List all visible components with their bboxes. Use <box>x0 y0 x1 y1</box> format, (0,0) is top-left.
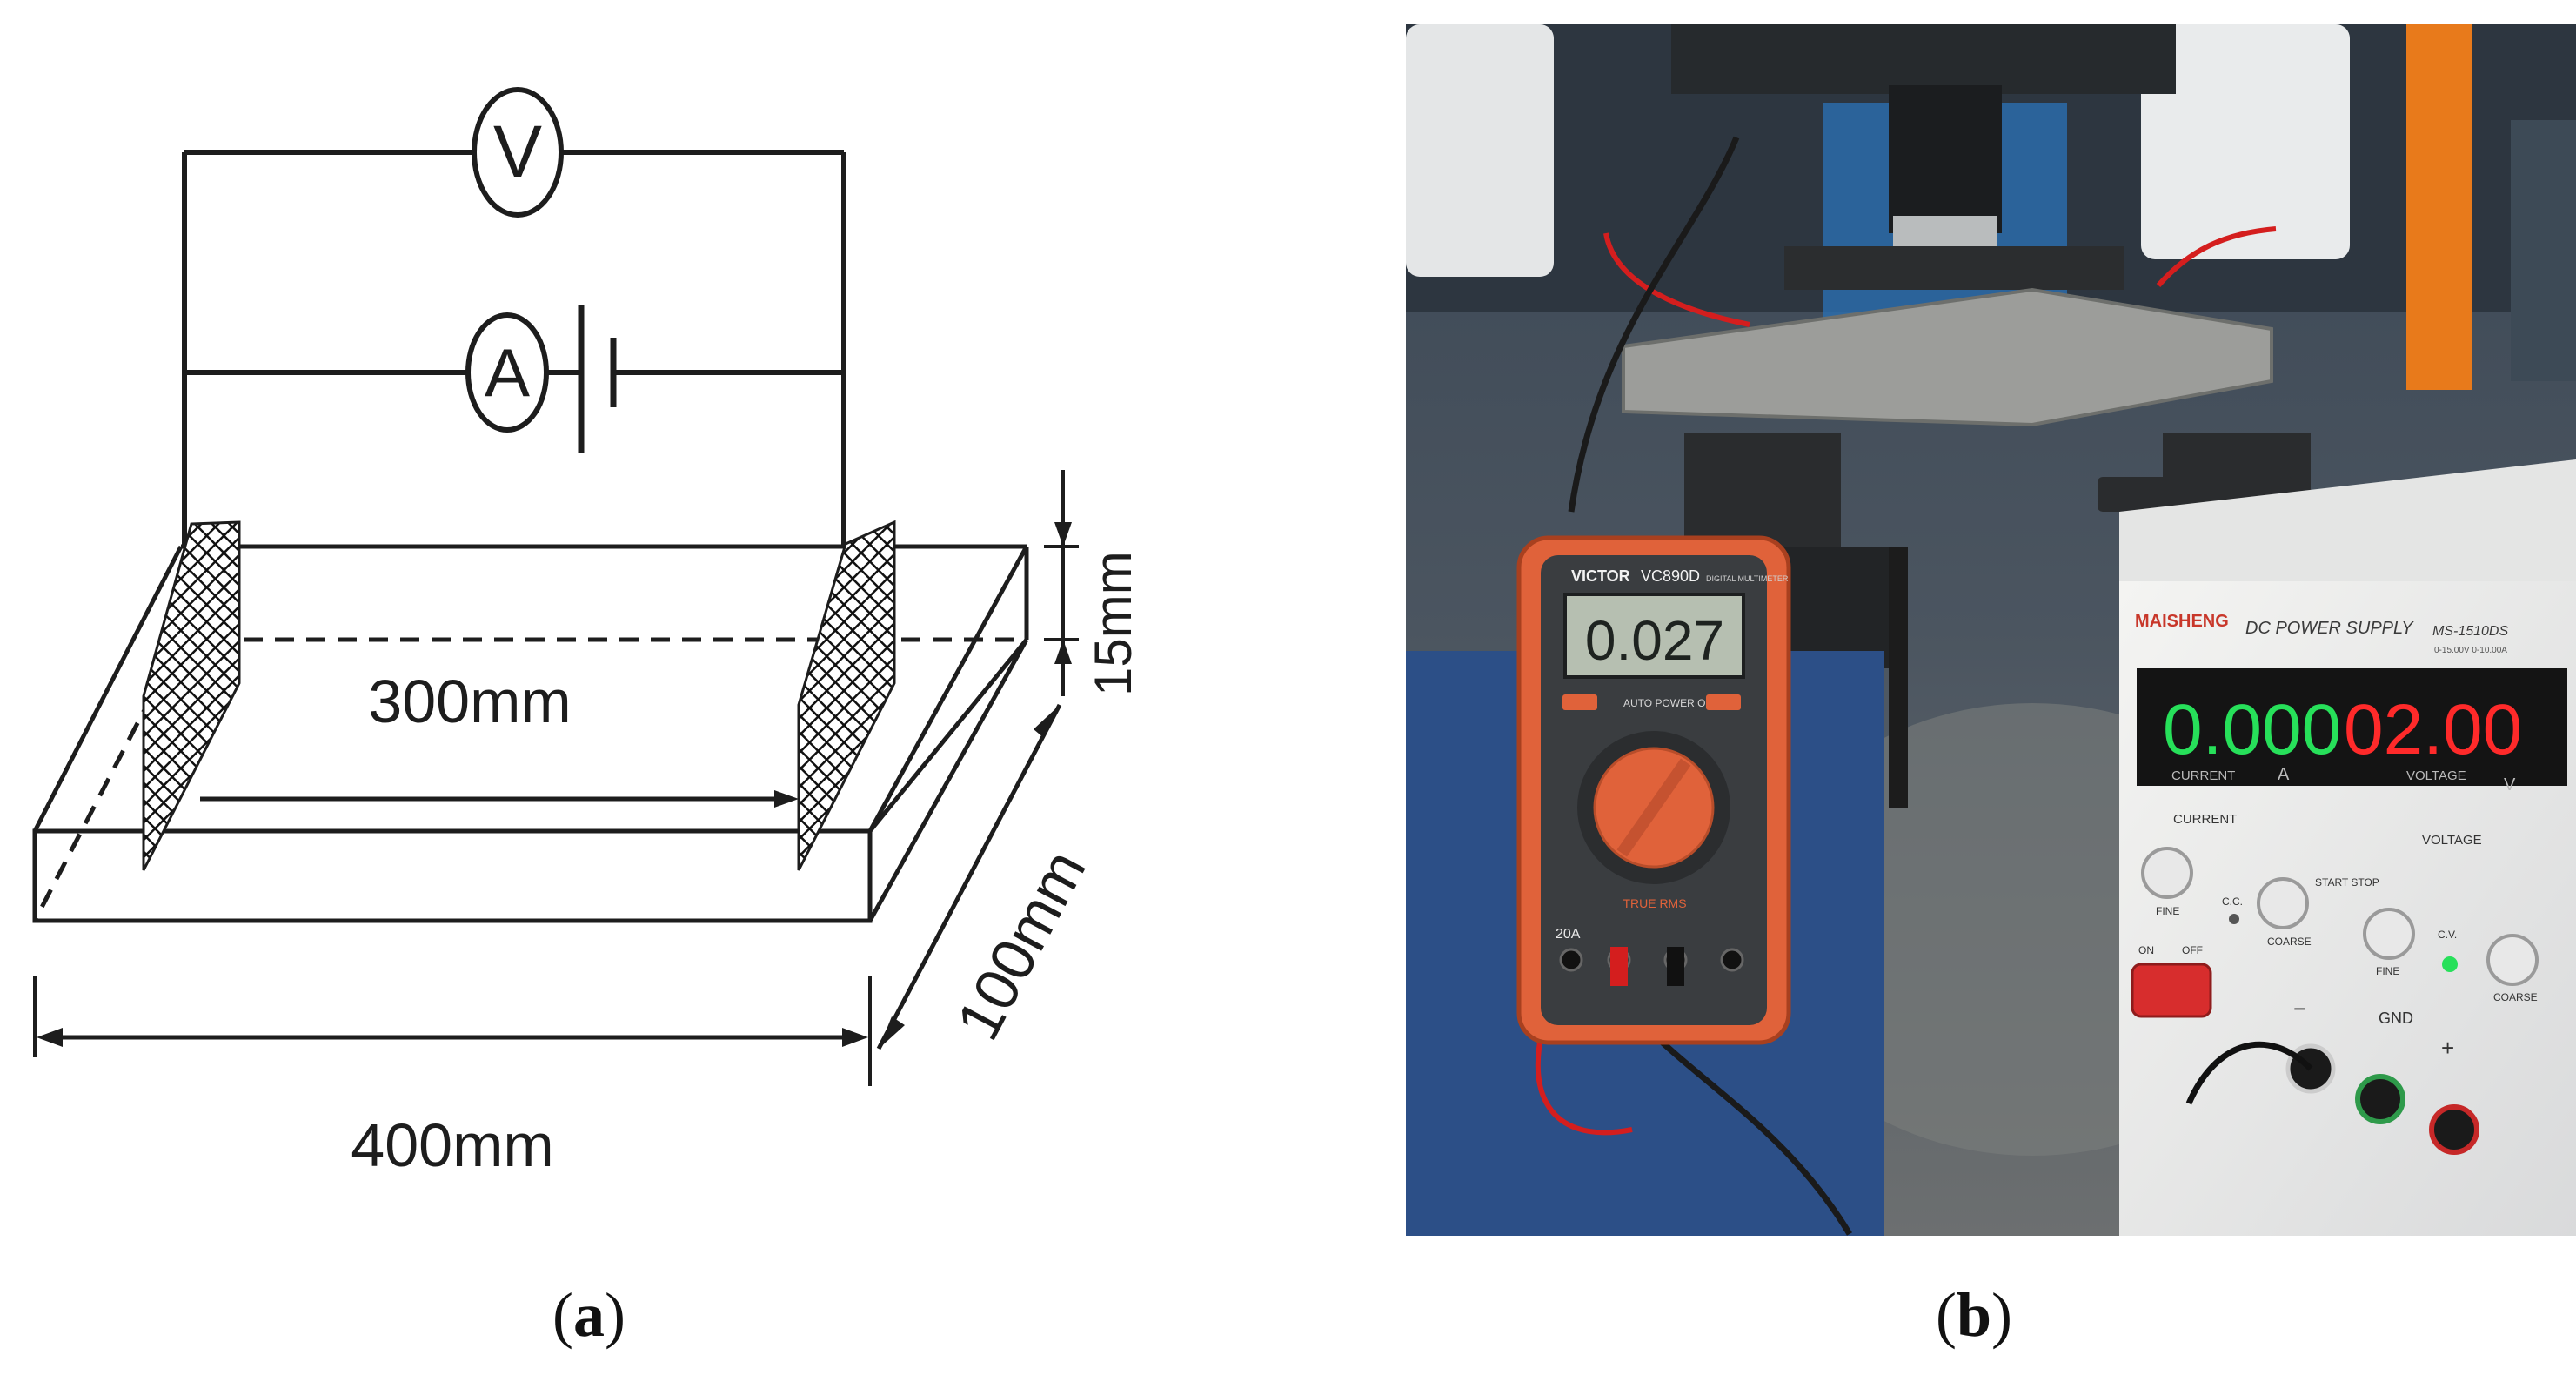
psu-spec: 0-15.00V 0-10.00A <box>2434 646 2507 655</box>
current-unit: A <box>2278 765 2290 784</box>
plus-terminal-label: + <box>2441 1035 2454 1061</box>
caption-b: (b) <box>1936 1280 2013 1350</box>
cv-led <box>2442 956 2458 972</box>
cc-led <box>2229 914 2239 924</box>
width-label: 100mm <box>943 839 1098 1050</box>
port-20a-label: 20A <box>1556 927 1581 942</box>
loading-plate <box>1784 246 2124 290</box>
psu-display-panel <box>2137 668 2567 786</box>
gnd-terminal[interactable] <box>2355 1074 2405 1124</box>
cv-label: C.V. <box>2438 929 2457 941</box>
lvdt-rod <box>1889 547 1908 808</box>
depth-dimension: 15mm <box>1044 470 1142 696</box>
hold-button[interactable] <box>1562 694 1597 710</box>
spacing-dimension: 300mm <box>200 667 799 808</box>
spacing-label: 300mm <box>368 667 571 735</box>
black-lead-left <box>1568 136 1740 513</box>
circuit-wires <box>182 150 846 547</box>
start-stop-label: START STOP <box>2315 876 2379 889</box>
caption-b-letter: b <box>1956 1280 1992 1350</box>
light-panel-right <box>2141 24 2350 259</box>
voltmeter-symbol: V <box>472 87 564 218</box>
current-fine-label: FINE <box>2156 905 2179 917</box>
voltage-coarse-label: COARSE <box>2493 991 2538 1003</box>
cabinet-right <box>2511 120 2576 381</box>
voltage-fine-label: FINE <box>2376 965 2399 977</box>
ammeter-symbol: A <box>465 312 549 433</box>
on-label: ON <box>2138 944 2154 956</box>
voltage-unit: V <box>2504 775 2516 795</box>
schematic-panel-a: V A 300mm 400mm <box>0 0 1218 1253</box>
current-group-label: CURRENT <box>2173 812 2237 827</box>
current-coarse-label: COARSE <box>2267 936 2312 948</box>
dc-power-supply: MAISHENG DC POWER SUPPLY MS-1510DS 0-15.… <box>2098 459 2576 1236</box>
load-cell-ring <box>1893 216 1997 246</box>
caption-a-letter: a <box>572 1280 605 1350</box>
true-rms-label: TRUE RMS <box>1623 896 1686 910</box>
light-panel-left <box>1406 24 1554 277</box>
photo-illustration: VICTOR VC890D DIGITAL MULTIMETER 0.027 A… <box>1406 24 2576 1243</box>
right-mesh-electrode <box>797 520 896 871</box>
port-vohm[interactable] <box>1720 948 1744 972</box>
magnetic-base <box>1771 547 1902 668</box>
load-cell <box>1889 85 2002 233</box>
press-head <box>1671 24 2176 94</box>
multimeter: VICTOR VC890D DIGITAL MULTIMETER 0.027 A… <box>1516 535 1791 1045</box>
depth-label: 15mm <box>1084 551 1142 696</box>
black-probe-plug <box>1667 947 1684 986</box>
red-lead-left <box>1603 232 1750 327</box>
psu-model: MS-1510DS <box>2432 624 2508 639</box>
photo-panel-b: VICTOR VC890D DIGITAL MULTIMETER 0.027 A… <box>1406 24 2576 1243</box>
voltage-display: 02.00 <box>2344 690 2522 769</box>
voltage-fine-knob[interactable] <box>2363 908 2415 960</box>
multimeter-brand: VICTOR <box>1571 567 1630 585</box>
auto-power-off-label: AUTO POWER OFF <box>1623 697 1718 709</box>
red-probe-plug <box>1610 947 1628 986</box>
caption-a: (a) <box>552 1280 626 1350</box>
left-mesh-electrode <box>142 520 241 871</box>
multimeter-reading: 0.027 <box>1585 609 1724 672</box>
power-switch[interactable] <box>2131 962 2212 1018</box>
current-caption: CURRENT <box>2171 768 2235 783</box>
battery-symbol <box>578 305 617 453</box>
current-coarse-knob[interactable] <box>2257 877 2309 929</box>
psu-title: DC POWER SUPPLY <box>2245 619 2414 638</box>
off-label: OFF <box>2182 944 2203 956</box>
psu-black-lead <box>2185 1041 2313 1105</box>
voltage-coarse-knob[interactable] <box>2486 934 2539 986</box>
ammeter-label: A <box>485 334 530 411</box>
dial-pointer <box>1616 758 1691 857</box>
psu-brand: MAISHENG <box>2135 612 2229 631</box>
current-display: 0.000 <box>2163 690 2341 769</box>
orange-ladder <box>2406 24 2472 390</box>
multimeter-model: VC890D <box>1641 567 1700 585</box>
multimeter-subtitle: DIGITAL MULTIMETER <box>1706 574 1789 583</box>
function-button[interactable] <box>1706 694 1741 710</box>
cc-label: C.C. <box>2222 895 2243 908</box>
length-dimension: 400mm <box>33 976 872 1179</box>
gnd-terminal-label: GND <box>2379 1009 2413 1027</box>
minus-terminal-label: − <box>2293 996 2306 1022</box>
port-20a[interactable] <box>1559 948 1583 972</box>
voltmeter-label: V <box>493 111 542 192</box>
multimeter-lcd <box>1563 593 1745 679</box>
voltage-caption: VOLTAGE <box>2406 768 2466 783</box>
current-fine-knob[interactable] <box>2141 847 2193 899</box>
positive-terminal[interactable] <box>2429 1104 2479 1155</box>
length-label: 400mm <box>351 1111 553 1179</box>
concrete-specimen <box>1622 287 2273 427</box>
voltage-group-label: VOLTAGE <box>2422 833 2482 848</box>
red-lead-right <box>2156 226 2277 287</box>
schematic-svg: V A 300mm 400mm <box>32 87 1142 1179</box>
